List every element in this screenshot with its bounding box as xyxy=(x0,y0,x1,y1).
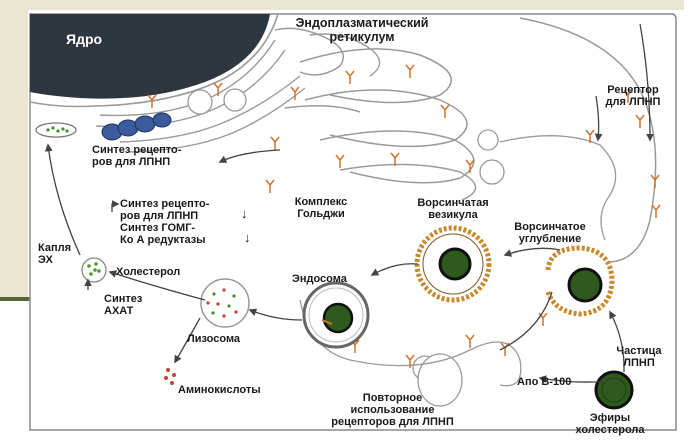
er-label: Эндоплазматический ретикулум xyxy=(282,16,442,44)
acat-line2: АХАТ xyxy=(104,305,142,317)
ce-esters-line2: холестерола xyxy=(560,424,660,436)
coated-pit xyxy=(548,248,612,314)
ce-droplet-label: Капля ЭХ xyxy=(38,242,71,266)
apob-label: Апо В-100 xyxy=(517,376,571,388)
golgi-label-line1: Комплекс xyxy=(286,196,356,208)
recycle-label: Повторное использование рецепторов для Л… xyxy=(320,392,465,428)
regulation-line1: Синтез рецепто- xyxy=(120,198,209,210)
receptor-label-line1: Рецептор xyxy=(598,84,668,96)
receptor-label-line2: для ЛПНП xyxy=(598,96,668,108)
coated-vesicle-line1: Ворсинчатая xyxy=(398,197,508,209)
regulation-label: Синтез рецепто- ров для ЛПНП Синтез ГОМГ… xyxy=(120,198,209,246)
coated-pit-label: Ворсинчатое углубление xyxy=(500,221,600,245)
coated-vesicle-line2: везикула xyxy=(398,209,508,221)
endosome xyxy=(304,283,368,347)
amino-acids-label: Аминокислоты xyxy=(178,384,261,396)
acat-line1: Синтез xyxy=(104,293,142,305)
er-label-line2: ретикулум xyxy=(282,30,442,44)
ce-droplet-line2: ЭХ xyxy=(38,254,71,266)
golgi-label: Комплекс Гольджи xyxy=(286,196,356,220)
regulation-line2: ров для ЛПНП xyxy=(120,210,209,222)
coated-vesicle xyxy=(417,228,489,300)
slide-right-band xyxy=(684,0,695,441)
ldl-particle xyxy=(596,372,632,408)
receptor-synthesis-line1: Синтез рецепто- xyxy=(92,144,181,156)
recycle-line2: использование xyxy=(320,404,465,416)
ce-esters-label: Эфиры холестерола xyxy=(560,412,660,436)
recycle-line3: рецепторов для ЛПНП xyxy=(320,416,465,428)
er-vesicle xyxy=(36,123,76,137)
ldl-particle-line2: ЛПНП xyxy=(604,357,674,369)
endosome-label: Эндосома xyxy=(292,273,347,285)
coated-vesicle-label: Ворсинчатая везикула xyxy=(398,197,508,221)
nucleus-label: Ядро xyxy=(66,33,102,45)
ce-esters-line1: Эфиры xyxy=(560,412,660,424)
coated-pit-line2: углубление xyxy=(500,233,600,245)
receptor-synthesis-label: Синтез рецепто- ров для ЛПНП xyxy=(92,144,181,168)
cholesterol-label: Холестерол xyxy=(116,266,180,278)
recycle-line1: Повторное xyxy=(320,392,465,404)
slide-top-band xyxy=(0,0,695,10)
ce-droplet-line1: Капля xyxy=(38,242,71,254)
slide-left-band xyxy=(0,0,28,300)
regulation-line4: Ко А редуктазы xyxy=(120,234,209,246)
coated-pit-line1: Ворсинчатое xyxy=(500,221,600,233)
ldl-particle-label: Частица ЛПНП xyxy=(604,345,674,369)
regulation-down-arrow-1: ↓ xyxy=(241,208,248,220)
lysosome-label: Лизосома xyxy=(187,333,240,345)
receptor-label: Рецептор для ЛПНП xyxy=(598,84,668,108)
receptor-synthesis-line2: ров для ЛПНП xyxy=(92,156,181,168)
slide-accent-line xyxy=(0,297,32,301)
er-label-line1: Эндоплазматический xyxy=(282,16,442,30)
acat-label: Синтез АХАТ xyxy=(104,293,142,317)
golgi-label-line2: Гольджи xyxy=(286,208,356,220)
regulation-line3: Синтез ГОМГ- xyxy=(120,222,209,234)
regulation-down-arrow-2: ↓ xyxy=(244,232,251,244)
ldl-particle-line1: Частица xyxy=(604,345,674,357)
